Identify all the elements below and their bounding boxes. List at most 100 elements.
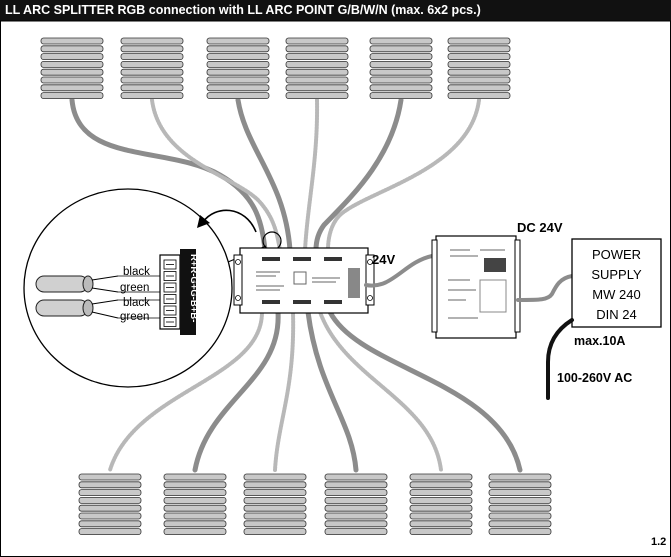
arc-splitter bbox=[233, 247, 375, 314]
lamp-slat bbox=[324, 496, 388, 504]
lamp-cable-6 bbox=[326, 98, 481, 252]
lamp-slat bbox=[78, 528, 142, 535]
lamp-cable-9 bbox=[273, 310, 296, 472]
power-supply-line-2: SUPPLY bbox=[591, 267, 642, 282]
lamp-slat bbox=[163, 489, 227, 497]
lamp-slat bbox=[409, 528, 473, 535]
zoom-detail: black green black green R+R-G+G-B+B- bbox=[23, 188, 282, 388]
lamp-top-5 bbox=[369, 37, 433, 99]
lamp-slat bbox=[447, 92, 511, 99]
lamp-slat bbox=[285, 37, 349, 45]
lamp-slat bbox=[409, 496, 473, 504]
lamp-top-3 bbox=[206, 37, 270, 99]
lamp-slat bbox=[40, 53, 104, 60]
lamp-slat bbox=[243, 512, 307, 520]
lamp-slat bbox=[243, 496, 307, 504]
dc-supply-cable bbox=[516, 274, 574, 302]
lamp-slat bbox=[488, 528, 552, 535]
lamp-slat bbox=[369, 37, 433, 45]
lamp-slat bbox=[120, 53, 184, 60]
cable-end-upper bbox=[35, 275, 119, 293]
label-ac-input: 100-260V AC bbox=[557, 371, 632, 385]
lamp-slat bbox=[120, 45, 184, 53]
lamp-cable-3 bbox=[235, 97, 293, 253]
lamp-cable-12 bbox=[327, 309, 523, 473]
lamp-top-2 bbox=[120, 37, 184, 99]
zoom-circle bbox=[23, 188, 233, 388]
lamp-slat bbox=[243, 489, 307, 497]
wire-label-1: black bbox=[123, 266, 150, 278]
lamp-slat bbox=[285, 84, 349, 92]
terminal-block: R+R-G+G-B+B- bbox=[159, 249, 199, 335]
lamp-slat bbox=[206, 92, 270, 99]
lamp-slat bbox=[285, 45, 349, 53]
lamp-slat bbox=[206, 84, 270, 92]
figure-number: 1.2 bbox=[651, 536, 666, 548]
lamp-slat bbox=[78, 520, 142, 528]
lamp-slat bbox=[369, 92, 433, 99]
lamp-slat bbox=[163, 504, 227, 512]
lamp-top-6 bbox=[447, 37, 511, 99]
lamp-slat bbox=[285, 61, 349, 68]
lamp-slat bbox=[409, 473, 473, 481]
lamp-top-4 bbox=[285, 37, 349, 99]
lamp-slat bbox=[206, 61, 270, 68]
lamp-bottom-2 bbox=[163, 473, 227, 535]
lamp-bottom-6 bbox=[488, 473, 552, 535]
lamp-slat bbox=[488, 481, 552, 489]
lamp-cable-2 bbox=[150, 98, 282, 252]
lamp-cable-7 bbox=[108, 310, 264, 472]
power-supply: POWER SUPPLY MW 240 DIN 24 bbox=[571, 238, 662, 328]
lamp-slat bbox=[409, 512, 473, 520]
power-supply-line-1: POWER bbox=[592, 247, 641, 262]
lamp-slat bbox=[447, 37, 511, 45]
lamp-slat bbox=[206, 76, 270, 84]
lamp-slat bbox=[447, 61, 511, 68]
lamp-slat bbox=[40, 68, 104, 76]
lamp-slat bbox=[324, 528, 388, 535]
lamp-slat bbox=[40, 84, 104, 92]
lamp-slat bbox=[206, 53, 270, 60]
lamp-slat bbox=[447, 68, 511, 76]
wire-label-3: black bbox=[123, 297, 150, 309]
lamp-slat bbox=[206, 45, 270, 53]
label-24v: 24V bbox=[372, 252, 395, 267]
lamp-slat bbox=[120, 37, 184, 45]
lamp-slat bbox=[285, 92, 349, 99]
lamp-slat bbox=[369, 61, 433, 68]
lamp-slat bbox=[120, 92, 184, 99]
lamp-slat bbox=[78, 512, 142, 520]
lamp-slat bbox=[206, 68, 270, 76]
lamp-cable-11 bbox=[318, 310, 443, 472]
lamp-slat bbox=[120, 76, 184, 84]
lamp-slat bbox=[243, 520, 307, 528]
lamp-slat bbox=[488, 496, 552, 504]
lamp-slat bbox=[324, 473, 388, 481]
lamp-slat bbox=[409, 504, 473, 512]
wire-label-2: green bbox=[120, 282, 149, 294]
lamp-slat bbox=[369, 53, 433, 60]
lamp-slat bbox=[40, 92, 104, 99]
lamps-layer bbox=[40, 37, 552, 535]
lamp-slat bbox=[243, 504, 307, 512]
lamp-slat bbox=[369, 76, 433, 84]
lamp-slat bbox=[409, 489, 473, 497]
power-supply-line-4: DIN 24 bbox=[596, 307, 636, 322]
lamp-slat bbox=[369, 45, 433, 53]
lamp-slat bbox=[40, 76, 104, 84]
lamp-cable-5 bbox=[313, 97, 404, 253]
lamp-slat bbox=[163, 520, 227, 528]
lamp-slat bbox=[488, 504, 552, 512]
lamp-slat bbox=[488, 489, 552, 497]
lamp-slat bbox=[78, 481, 142, 489]
lamp-top-1 bbox=[40, 37, 104, 99]
lamp-slat bbox=[324, 504, 388, 512]
lamp-slat bbox=[447, 53, 511, 60]
lamp-slat bbox=[120, 68, 184, 76]
lamp-slat bbox=[243, 528, 307, 535]
lamp-slat bbox=[324, 489, 388, 497]
curved-arrow-head-icon bbox=[197, 215, 210, 228]
lamp-slat bbox=[409, 520, 473, 528]
lamp-slat bbox=[120, 61, 184, 68]
